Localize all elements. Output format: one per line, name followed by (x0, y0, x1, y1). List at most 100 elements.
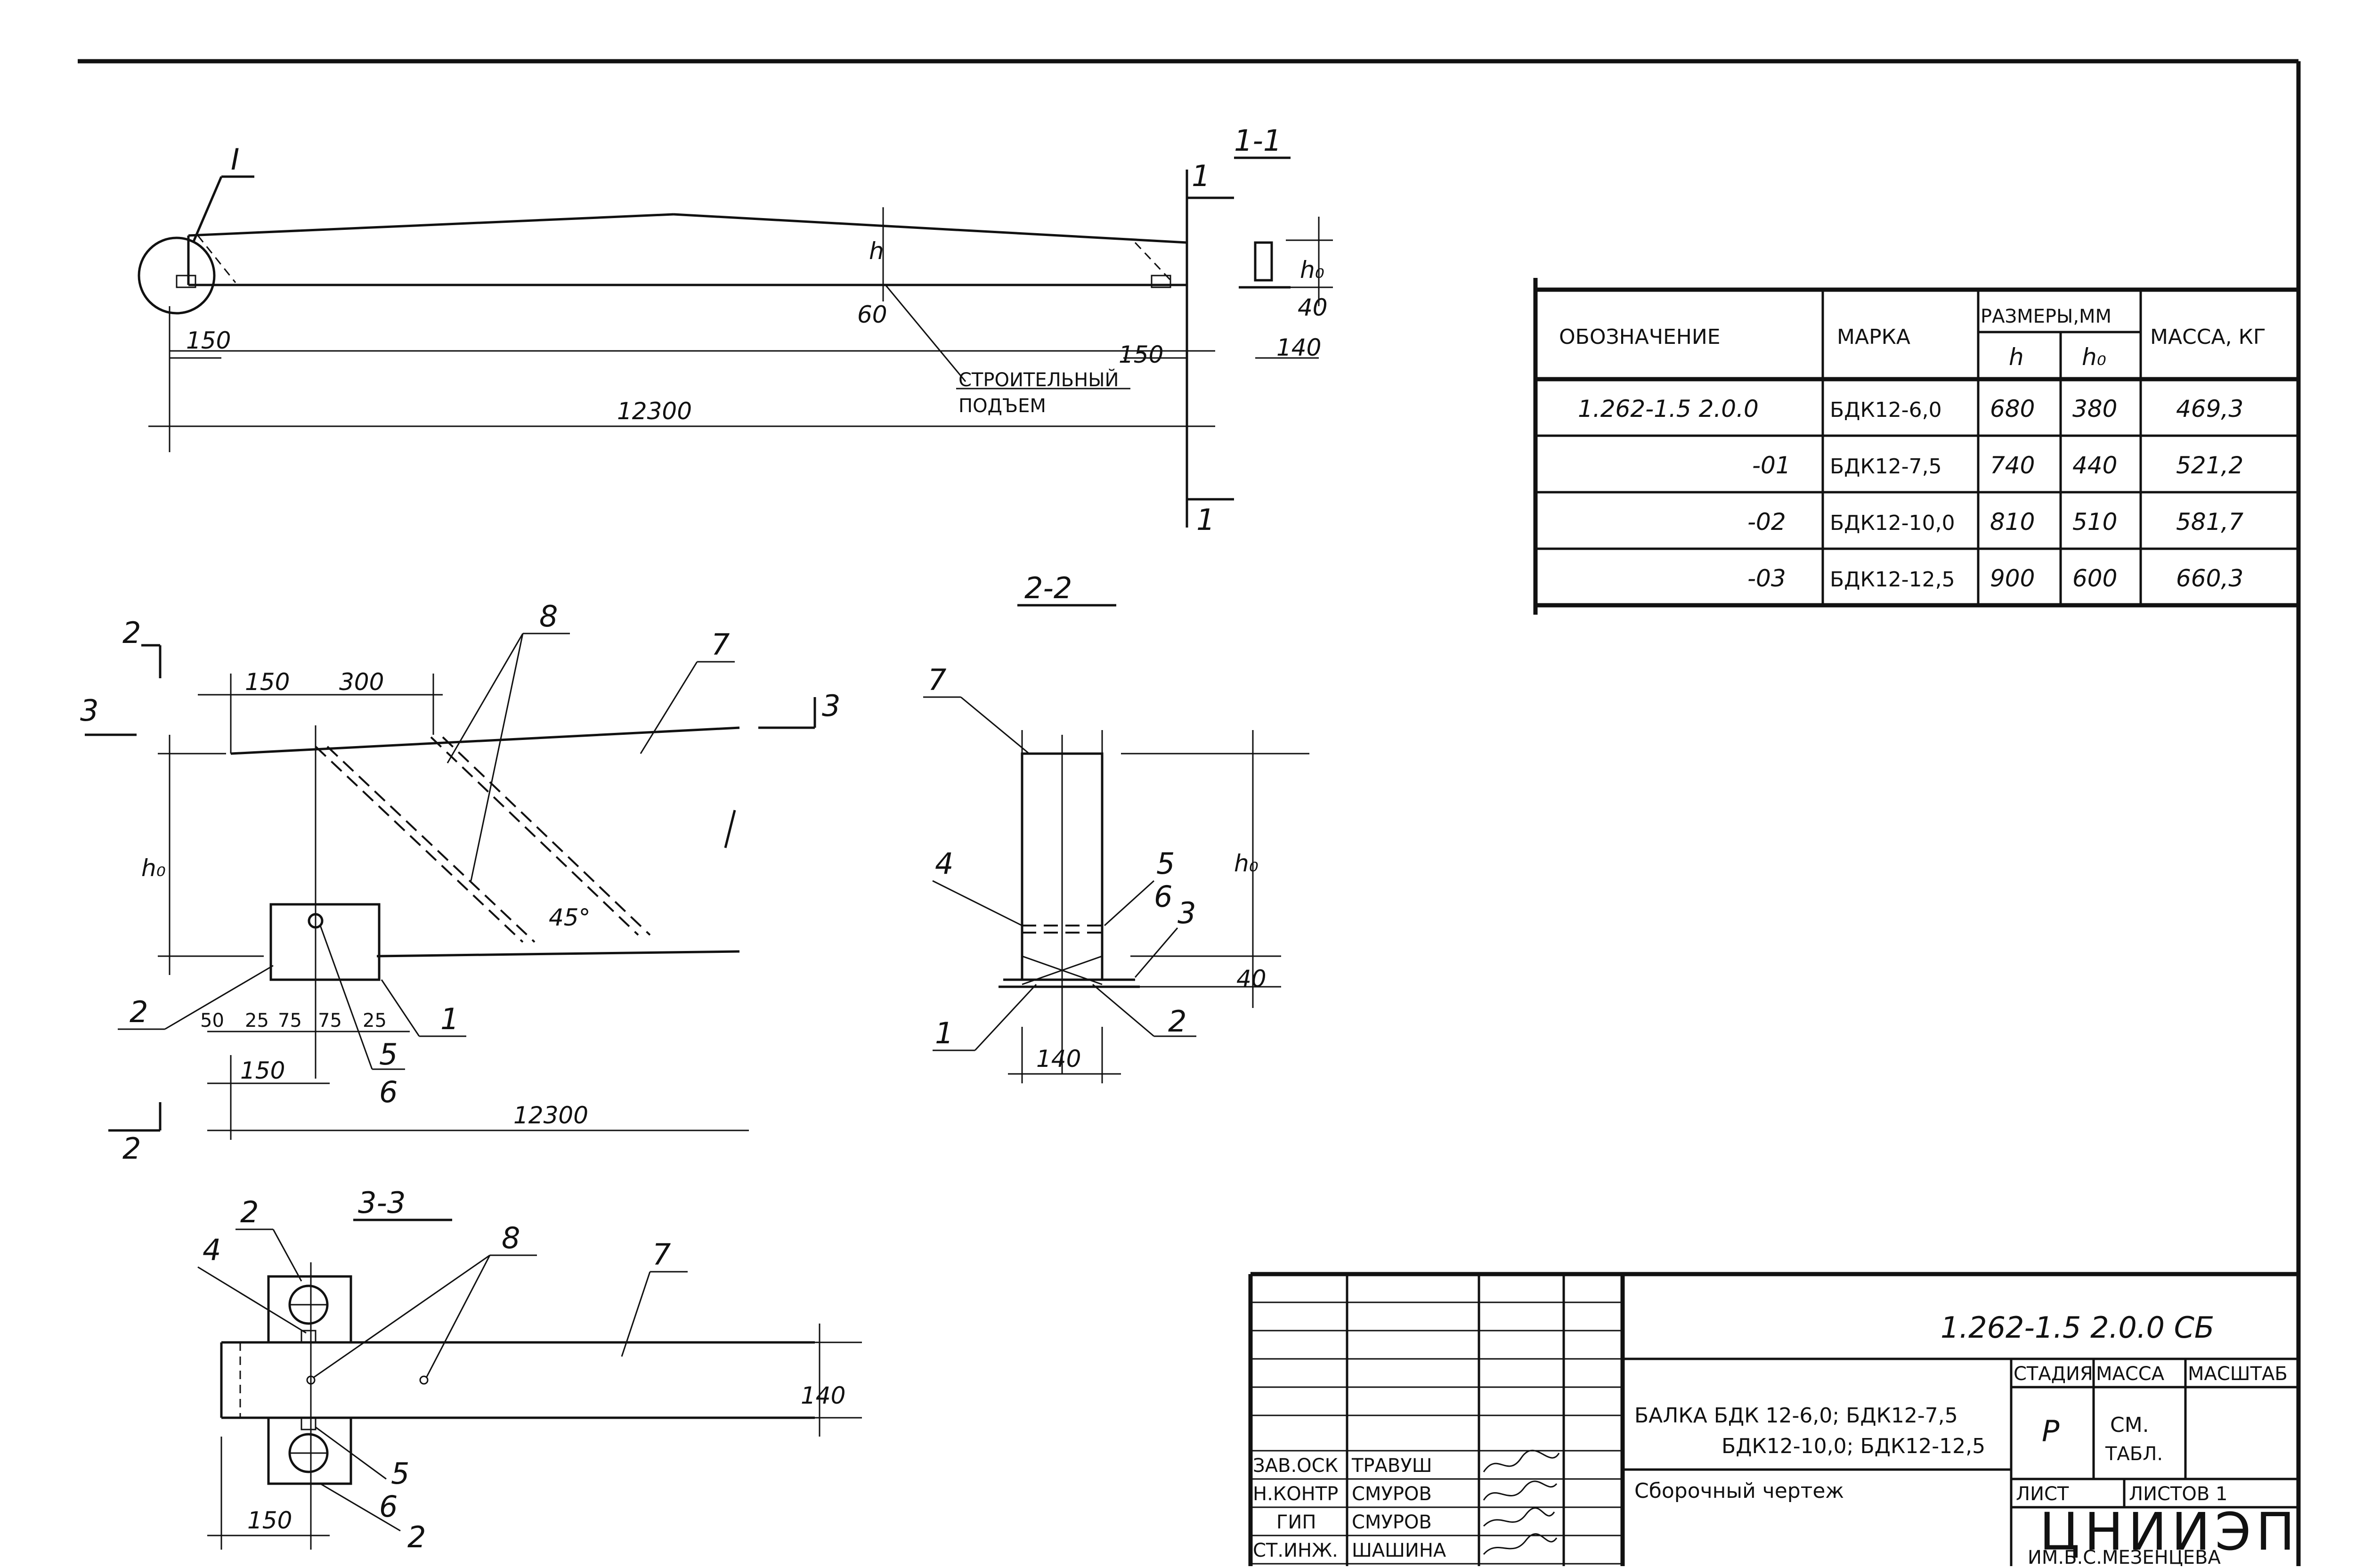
dim-end-offset-right: 150 (1119, 341, 1163, 368)
section-dim-40-2-2: 40 (1236, 965, 1267, 992)
cut-3-right: 3 (822, 689, 840, 723)
pos-5-plan: 5 (391, 1456, 409, 1491)
table-header-mass: МАССА, КГ (2150, 325, 2266, 349)
pos-8-side: 8 (539, 599, 558, 634)
detail-callout-label: I (231, 142, 239, 177)
sheet-label: ЛИСТ (2016, 1483, 2069, 1505)
note-camber-line1: СТРОИТЕЛЬНЫЙ (958, 368, 1119, 391)
cut-2-bottom: 2 (122, 1131, 141, 1166)
pos-2-bottom-plan: 2 (407, 1520, 426, 1554)
plan-dim-150: 150 (247, 1507, 292, 1534)
plate-bottom-plan (267, 1416, 352, 1485)
pos-7-plan: 7 (652, 1237, 671, 1272)
table-row-3-h: 810 (1990, 508, 2035, 536)
cut-mark-1-bottom: 1 (1196, 503, 1215, 537)
table-row-1-mass: 469,3 (2176, 395, 2243, 422)
plan-dim-140: 140 (801, 1382, 845, 1409)
table-row-3-mass: 581,7 (2176, 508, 2243, 536)
mass-label: МАССА (2096, 1363, 2165, 1385)
section-dim-ho-2-2: h₀ (1234, 850, 1259, 877)
table-header-h: h (2009, 343, 2024, 371)
item-name-line2: БДК12-10,0; БДК12-12,5 (1722, 1434, 1985, 1458)
note-camber-line2: ПОДЪЕМ (958, 395, 1046, 417)
dim-bottom-75b: 75 (318, 1010, 342, 1032)
drawing-code: 1.262-1.5 2.0.0 СБ (1941, 1310, 2214, 1345)
table-header-mark: МАРКА (1837, 325, 1910, 349)
pos-5-section: 5 (1156, 846, 1175, 881)
table-row-1-designation: 1.262-1.5 2.0.0 (1578, 395, 1759, 422)
dim-beam-length: 12300 (617, 398, 692, 425)
dim-300-top: 300 (339, 668, 384, 696)
spec-table: ОБОЗНАЧЕНИЕ МАРКА РАЗМЕРЫ,ММ h h₀ МАССА,… (1533, 278, 2298, 615)
dim-bottom-25a: 25 (245, 1010, 269, 1032)
table-row-3-mark: БДК12-10,0 (1830, 511, 1955, 535)
mass-value-line2: ТАБЛ. (2105, 1443, 2163, 1465)
section-dim-40: 40 (1298, 294, 1328, 321)
dim-bottom-25b: 25 (363, 1010, 387, 1032)
pos-1-side: 1 (440, 1002, 459, 1036)
table-row-4-h: 900 (1990, 565, 2035, 592)
pos-7-section: 7 (928, 663, 946, 697)
end-detail-view: 2 3 3 2 150 300 h₀ 45° (80, 599, 840, 1166)
organization-subname: ИМ.Б.С.МЕЗЕНЦЕВА (2028, 1547, 2221, 1566)
table-row-2-ho: 440 (2072, 452, 2117, 479)
pos-3-section: 3 (1178, 896, 1196, 930)
pos-1-section: 1 (935, 1016, 953, 1050)
pos-6-side: 6 (379, 1075, 398, 1109)
dim-bottom-50: 50 (200, 1010, 224, 1032)
sheets-count: ЛИСТОВ 1 (2129, 1483, 2227, 1505)
stage-value: Р (2042, 1414, 2060, 1448)
staff-name-1: ТРАВУШ (1351, 1455, 1432, 1477)
item-name-line1: БАЛКА БДК 12-6,0; БДК12-7,5 (1634, 1404, 1958, 1428)
section-3-3-view: 3-3 2 4 8 7 5 6 2 (197, 1186, 862, 1554)
table-row-3-ho: 510 (2072, 508, 2117, 536)
dim-ho-side: h₀ (141, 854, 166, 882)
table-row-2-mass: 521,2 (2176, 452, 2243, 479)
table-row-3-designation: -02 (1747, 508, 1786, 536)
table-header-ho: h₀ (2082, 343, 2106, 371)
cut-mark-1-top: 1 (1192, 159, 1210, 193)
table-row-4-designation: -03 (1747, 565, 1786, 592)
title-block: ЗАВ.ОСК ТРАВУШ Н.КОНТР СМУРОВ ГИП СМУРОВ… (1248, 1272, 2299, 1568)
section-dim-140: 140 (1276, 334, 1321, 361)
section-dim-140-2-2: 140 (1036, 1045, 1081, 1072)
scale-label: МАСШТАБ (2188, 1363, 2288, 1385)
pos-2-section: 2 (1168, 1004, 1186, 1039)
cut-2-top: 2 (122, 616, 141, 650)
table-row-1-ho: 380 (2072, 395, 2117, 422)
pos-6-plan: 6 (379, 1489, 398, 1524)
section-dim-ho: h₀ (1300, 256, 1324, 284)
dim-bottom-75a: 75 (278, 1010, 302, 1032)
organization-name: ЦНИИЭП (2039, 1502, 2299, 1562)
document-type: Сборочный чертеж (1634, 1479, 1844, 1503)
pos-2-top-plan: 2 (240, 1195, 259, 1229)
pos-4-section: 4 (935, 846, 953, 881)
staff-role-3: ГИП (1276, 1511, 1316, 1533)
pos-4-plan: 4 (203, 1233, 221, 1267)
staff-name-3: СМУРОВ (1352, 1511, 1432, 1533)
dim-height-h: h (869, 237, 884, 265)
table-row-2-mark: БДК12-7,5 (1830, 455, 1942, 479)
dim-12300-lower: 12300 (513, 1102, 588, 1129)
staff-role-2: Н.КОНТР (1253, 1483, 1338, 1505)
beam-elevation-view: I 150 150 12300 h 60 СТРОИТЕЛЬНЫЙ ПОДЪЕМ… (138, 123, 1333, 537)
section-label-1-1: 1-1 (1234, 123, 1282, 158)
pos-7-side: 7 (711, 627, 730, 662)
pos-2-side: 2 (130, 995, 148, 1029)
table-row-4-mass: 660,3 (2176, 565, 2243, 592)
detail-callout-circle (138, 236, 216, 315)
signature-1 (1483, 1449, 1560, 1472)
staff-name-4: ШАШИНА (1352, 1540, 1446, 1561)
table-row-1-h: 680 (1990, 395, 2035, 422)
section-2-2-view: 2-2 h₀ 40 140 7 4 5 6 3 (923, 571, 1309, 1083)
sheet-frame (78, 59, 2301, 1566)
table-row-4-ho: 600 (2072, 565, 2117, 592)
section-title-3-3: 3-3 (358, 1186, 406, 1220)
angle-45: 45° (549, 904, 591, 931)
pos-8-plan: 8 (502, 1221, 520, 1255)
dim-150-lower: 150 (240, 1057, 285, 1084)
table-row-1-mark: БДК12-6,0 (1830, 398, 1942, 422)
signature-2 (1483, 1480, 1558, 1501)
